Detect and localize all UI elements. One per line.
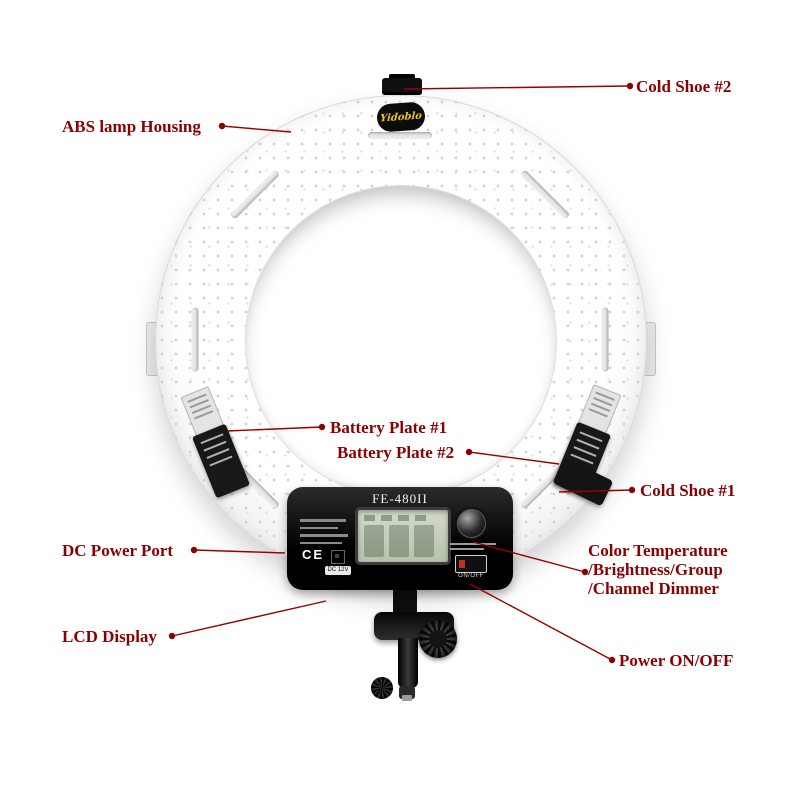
knob-caption-text bbox=[450, 543, 496, 550]
power-switch-label: ON/OFF bbox=[458, 573, 484, 579]
annotation-battery-plate-2: Battery Plate #2 bbox=[337, 443, 455, 462]
dc-port-pin bbox=[335, 554, 339, 558]
lcd-digits bbox=[364, 525, 442, 557]
annotation-color-temperature-dimmer: Color Temperature /Brightness/Group /Cha… bbox=[588, 541, 728, 598]
annotation-cold-shoe-1: Cold Shoe #1 bbox=[640, 481, 736, 500]
ring-center-hole bbox=[245, 185, 557, 497]
control-panel: FE-480II ON/OFF CE DC 12V bbox=[287, 487, 513, 590]
dimmer-knob bbox=[457, 509, 486, 538]
bracket-bottom-tip bbox=[399, 686, 415, 701]
annotation-color-temp-line-1: Color Temperature bbox=[588, 541, 728, 560]
housing-slot bbox=[601, 307, 609, 372]
brand-logo-text: Yidoblo bbox=[379, 109, 423, 125]
annotation-dc-power-port: DC Power Port bbox=[62, 541, 174, 560]
ce-mark: CE bbox=[302, 547, 325, 562]
housing-slot bbox=[368, 132, 432, 139]
callout-dot-cold-shoe-2 bbox=[626, 82, 634, 90]
callout-dot-power-on-off bbox=[608, 656, 616, 664]
callout-dot-cold-shoe-1 bbox=[628, 486, 636, 494]
annotation-lcd-display: LCD Display bbox=[62, 627, 157, 646]
bracket-stem bbox=[398, 638, 418, 688]
annotation-power-on-off: Power ON/OFF bbox=[619, 651, 734, 670]
annotation-battery-plate-1: Battery Plate #1 bbox=[330, 418, 448, 437]
callout-line-lcd-display bbox=[171, 600, 327, 637]
bracket-tightening-knob bbox=[419, 620, 457, 658]
lcd-icons bbox=[364, 515, 442, 521]
bracket-side-knob bbox=[371, 677, 393, 699]
switch-indicator bbox=[459, 560, 465, 568]
bracket-screw-tip bbox=[402, 695, 412, 701]
callout-dot-lcd-display bbox=[168, 632, 176, 640]
callout-dot-abs-lamp-housing bbox=[218, 122, 226, 130]
model-label: FE-480II bbox=[372, 491, 428, 506]
dc-power-port bbox=[331, 550, 345, 564]
callout-dot-dc-power-port bbox=[190, 546, 198, 554]
power-switch bbox=[455, 555, 487, 573]
annotation-color-temp-line-2: /Brightness/Group bbox=[588, 560, 723, 579]
annotation-color-temp-line-3: /Channel Dimmer bbox=[588, 579, 719, 598]
spec-text-block bbox=[300, 519, 350, 544]
dc-port-label: DC 12V bbox=[325, 566, 351, 575]
annotation-cold-shoe-2: Cold Shoe #2 bbox=[636, 77, 732, 96]
callout-line-cold-shoe-2 bbox=[403, 85, 631, 90]
cold-shoe-top-cap bbox=[389, 74, 415, 80]
annotation-abs-lamp-housing: ABS lamp Housing bbox=[62, 117, 201, 136]
bracket-knob-center bbox=[429, 630, 447, 648]
brand-logo: Yidoblo bbox=[376, 101, 426, 133]
housing-slot bbox=[191, 307, 199, 372]
cold-shoe-top-mount bbox=[382, 78, 422, 95]
lcd-screen bbox=[355, 507, 451, 565]
